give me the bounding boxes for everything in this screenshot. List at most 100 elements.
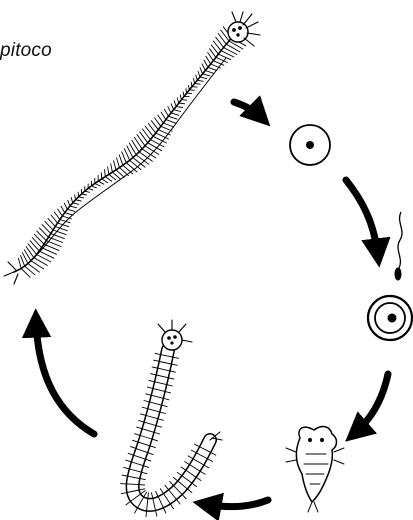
sperm — [395, 212, 402, 280]
bristle — [180, 95, 181, 100]
parapodium — [133, 440, 138, 442]
parapodium — [177, 500, 180, 504]
parapodium — [164, 509, 166, 514]
bristle — [198, 71, 200, 77]
bristle — [196, 75, 198, 80]
bristle — [105, 170, 106, 177]
bristle — [18, 258, 21, 268]
parapodium — [160, 489, 163, 493]
bristle — [194, 79, 195, 84]
trochophore-larva — [286, 427, 344, 512]
bristle — [76, 200, 82, 201]
bristle — [211, 64, 221, 68]
bristle — [202, 64, 205, 71]
bristle — [200, 68, 203, 74]
parapodium — [154, 360, 159, 361]
bristle — [204, 60, 208, 67]
parapodium — [128, 453, 133, 455]
adult-worm — [4, 12, 260, 284]
bristle — [168, 116, 177, 119]
parapodium — [159, 419, 164, 420]
parapodium — [146, 459, 151, 461]
bristle — [58, 209, 63, 216]
parapodium — [146, 512, 147, 517]
parapodium — [183, 495, 186, 499]
bristle — [142, 129, 150, 140]
bristle — [79, 197, 84, 198]
bristle — [140, 132, 148, 143]
parapodium — [171, 505, 174, 509]
parapodium — [149, 380, 154, 381]
bristle — [109, 174, 116, 180]
bristle — [205, 71, 213, 74]
parapodium — [126, 460, 131, 462]
bristle — [206, 56, 211, 64]
bristle — [108, 167, 109, 175]
bristle — [70, 206, 77, 208]
parapodium — [121, 493, 126, 494]
parapodium — [141, 479, 146, 480]
bristle — [189, 85, 190, 90]
parapodium — [153, 439, 158, 441]
bristle — [161, 112, 166, 119]
parapodium — [144, 492, 147, 496]
bristle — [85, 191, 90, 192]
bristle — [98, 181, 104, 184]
parapodium — [165, 485, 168, 489]
parapodium — [161, 412, 166, 413]
bristle — [37, 231, 47, 241]
bristle — [165, 109, 169, 116]
parapodium — [142, 407, 147, 408]
bristle — [179, 103, 185, 104]
fertilized-egg — [368, 296, 412, 340]
bristle — [51, 215, 57, 223]
bristle — [183, 92, 184, 97]
bristle — [95, 184, 100, 186]
parapodium — [162, 405, 167, 406]
bristle — [161, 126, 172, 131]
parapodium — [131, 447, 136, 449]
parapodium — [191, 450, 195, 452]
parapodium — [124, 467, 129, 468]
bristle — [114, 161, 116, 170]
arrow-juvenile-to-adult — [36, 320, 94, 434]
bristle — [174, 101, 176, 106]
bristle — [64, 203, 67, 209]
parapodium — [147, 387, 152, 388]
bristle — [34, 234, 44, 244]
parapodium — [126, 502, 130, 505]
bristle — [73, 203, 79, 204]
parapodium — [164, 399, 169, 400]
parapodium — [211, 453, 215, 455]
parapodium — [140, 414, 145, 415]
arrow-larva-to-juvenile — [204, 500, 268, 507]
parapodium — [140, 489, 145, 490]
bristle — [137, 135, 145, 146]
parapodium — [181, 467, 185, 470]
parapodium — [188, 456, 192, 459]
bristle — [102, 179, 108, 183]
bristle — [176, 106, 182, 107]
bristle — [122, 152, 127, 163]
bristle — [67, 209, 75, 211]
parapodium — [144, 466, 149, 468]
parapodium — [170, 481, 173, 485]
parapodium — [155, 433, 160, 435]
arrow-worm-to-egg — [234, 102, 262, 118]
parapodium — [135, 509, 138, 513]
bristle — [88, 189, 93, 190]
bristle — [197, 80, 203, 81]
bristle — [155, 118, 161, 126]
parapodium — [208, 459, 212, 461]
parapodium — [174, 357, 179, 358]
parapodium — [137, 427, 142, 429]
bristle — [186, 89, 187, 94]
parapodium — [151, 374, 156, 375]
bristle — [65, 213, 73, 216]
bristle — [26, 247, 34, 258]
parapodium — [171, 371, 176, 372]
bristle — [181, 100, 186, 101]
bristle — [163, 123, 174, 127]
